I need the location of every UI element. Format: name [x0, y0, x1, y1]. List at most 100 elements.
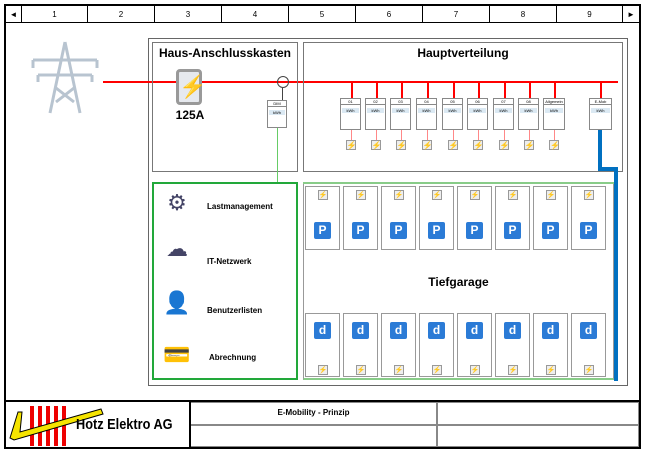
feed-line: [452, 82, 455, 98]
meter-unit: kWh: [418, 108, 435, 113]
circuit-fuse-icon: ⚡: [421, 140, 433, 150]
parking-icon: P: [580, 222, 597, 239]
parking-spot[interactable]: d⚡: [533, 313, 568, 377]
parking-spot[interactable]: d⚡: [381, 313, 416, 377]
meter-label: 05: [443, 99, 462, 105]
sub-meter: 06 kWh: [467, 98, 488, 130]
parking-spot[interactable]: d⚡: [343, 313, 378, 377]
charging-spot-icon: d: [580, 322, 597, 339]
charger-icon: ⚡: [545, 365, 556, 375]
meter-label: 07: [494, 99, 513, 105]
parking-icon: P: [390, 222, 407, 239]
circuit-fuse-icon: ⚡: [345, 140, 357, 150]
branch-line: [452, 130, 454, 140]
parking-icon: P: [466, 222, 483, 239]
branch-line: [554, 130, 555, 140]
meter-unit: kWh: [495, 108, 512, 113]
parking-spot[interactable]: ⚡P: [495, 186, 530, 250]
charger-icon: ⚡: [507, 190, 518, 200]
tb-cell: [190, 425, 437, 447]
title-block-divider: [6, 400, 639, 402]
dim-label: DIM: [268, 101, 286, 107]
charger-icon: ⚡: [469, 190, 480, 200]
ruler-column: 8: [490, 6, 557, 22]
circuit-fuse-icon: ⚡: [549, 140, 560, 150]
user-list-icon: 👤: [163, 290, 191, 315]
parking-spot[interactable]: d⚡: [305, 313, 340, 377]
parking-icon: P: [542, 222, 559, 239]
circuit-fuse-icon: ⚡: [498, 140, 510, 150]
feed-line: [350, 82, 353, 98]
ruler-column: 3: [155, 6, 222, 22]
parking-icon: P: [428, 222, 445, 239]
feed-line: [528, 82, 531, 98]
data-line-blue-h: [598, 167, 618, 171]
charging-spot-icon: d: [314, 322, 331, 339]
charging-spot-icon: d: [504, 322, 521, 339]
dim-unit: kWh: [269, 110, 285, 115]
meter-unit: kWh: [367, 108, 384, 113]
haus-title: Haus-Anschlusskasten: [158, 46, 292, 60]
meter-label: 08: [519, 99, 538, 105]
charger-icon: ⚡: [431, 365, 442, 375]
settings-sliders-icon: ⚙: [167, 190, 187, 215]
parking-spot[interactable]: d⚡: [495, 313, 530, 377]
dim-meter: DIM kWh: [267, 100, 287, 128]
server-cloud-icon: ☁: [166, 236, 188, 261]
circuit-fuse-icon: ⚡: [395, 140, 407, 150]
tb-cell: [437, 425, 639, 447]
haus-anschlusskasten: Haus-Anschlusskasten: [152, 42, 298, 172]
circuit-fuse-icon: ⚡: [523, 140, 535, 150]
feed-line: [477, 82, 480, 98]
charger-icon: ⚡: [469, 365, 480, 375]
charger-icon: ⚡: [507, 365, 518, 375]
parking-spot[interactable]: d⚡: [571, 313, 606, 377]
parking-spot[interactable]: ⚡P: [381, 186, 416, 250]
tiefgarage-title: Tiefgarage: [428, 275, 489, 289]
branch-line: [503, 130, 505, 140]
branch-line: [400, 130, 402, 140]
service-label: Lastmanagement: [207, 202, 273, 211]
sub-meter: 08 kWh: [518, 98, 539, 130]
parking-spot[interactable]: ⚡P: [571, 186, 606, 250]
parking-spot[interactable]: d⚡: [419, 313, 454, 377]
parking-spot[interactable]: ⚡P: [305, 186, 340, 250]
service-label: Abrechnung: [209, 353, 257, 362]
charger-icon: ⚡: [583, 190, 594, 200]
drawing-title: E-Mobility - Prinzip: [277, 408, 350, 417]
ruler-column: 7: [423, 6, 490, 22]
ruler-column: 1: [22, 6, 88, 22]
parking-spot[interactable]: ⚡P: [419, 186, 454, 250]
parking-spot[interactable]: d⚡: [457, 313, 492, 377]
drawing-frame: [4, 4, 641, 449]
fuse-rating: 125A: [175, 108, 205, 122]
service-label: Benutzerlisten: [207, 306, 263, 315]
parking-spot[interactable]: ⚡P: [457, 186, 492, 250]
parking-spot[interactable]: ⚡P: [343, 186, 378, 250]
parking-spot[interactable]: ⚡P: [533, 186, 568, 250]
garage-bus: [303, 182, 614, 184]
meter-label: 06: [468, 99, 487, 105]
meter-unit: kWh: [520, 108, 537, 113]
company-logo: [9, 406, 104, 446]
circuit-fuse-icon: ⚡: [447, 140, 459, 150]
diagram-area: [148, 38, 628, 386]
sub-meter: 07 kWh: [493, 98, 514, 130]
meter-unit: kWh: [392, 108, 409, 113]
meter-label: E-Mob: [590, 99, 611, 105]
hauptverteilung-title: Hauptverteilung: [417, 46, 509, 60]
meter-unit: kWh: [469, 108, 486, 113]
parking-icon: P: [504, 222, 521, 239]
ruler-column: 4: [222, 6, 289, 22]
charging-spot-icon: d: [390, 322, 407, 339]
ruler-column: 2: [88, 6, 155, 22]
data-line: [277, 128, 278, 183]
feed-line: [375, 82, 378, 98]
charging-spot-icon: d: [352, 322, 369, 339]
charging-spot-icon: d: [466, 322, 483, 339]
credit-card-icon: 💳: [163, 342, 191, 367]
